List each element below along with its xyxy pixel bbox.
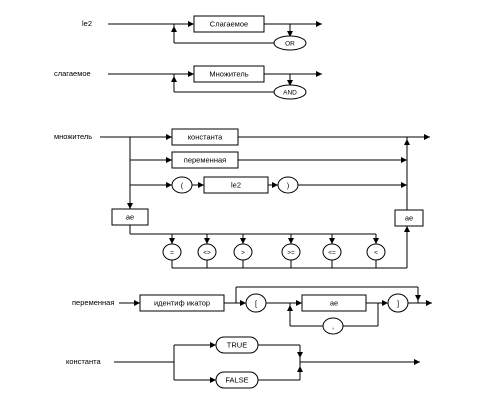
false-oval-label: FALSE xyxy=(225,376,248,385)
identifier-box-label: идентиф икатор xyxy=(154,299,210,308)
comma-label: , xyxy=(332,322,334,331)
rule-le2-name: le2 xyxy=(82,19,92,28)
operator-ge-label: >= xyxy=(287,250,295,257)
operator-ge-oval xyxy=(281,243,301,261)
ae-right-box xyxy=(394,209,424,227)
rule-term: слагаемое Множитель AND xyxy=(54,65,322,100)
rule-factor: множитель константа переменная ( le2 ) xyxy=(54,128,430,269)
factor-box-label: Множитель xyxy=(209,70,248,79)
rule-factor-name: множитель xyxy=(54,132,92,141)
term-box-label: Слагаемое xyxy=(210,20,248,29)
operator-lt-label: < xyxy=(374,250,378,257)
and-oval-label: AND xyxy=(283,90,297,97)
operator-ne-label: <> xyxy=(203,250,211,257)
ae-left-label: ae xyxy=(126,213,134,222)
ae-right-label: ae xyxy=(405,214,413,223)
ae-left-box xyxy=(111,208,149,226)
operator-group: = <> > >= <= < xyxy=(162,234,386,268)
close-bracket-label: ] xyxy=(397,299,399,308)
operator-gt-oval xyxy=(233,243,253,261)
rule-variable: переменная идентиф икатор [ ae ] , xyxy=(72,286,432,335)
or-oval-label: OR xyxy=(285,41,295,48)
operator-lt-oval xyxy=(366,243,386,261)
open-bracket-label: [ xyxy=(255,299,258,308)
constant-box-label: константа xyxy=(188,133,223,142)
close-paren-label: ) xyxy=(287,181,290,190)
rule-constant: константа TRUE FALSE xyxy=(66,336,420,389)
rule-term-name: слагаемое xyxy=(54,69,91,78)
operator-eq-label: = xyxy=(170,250,174,257)
rule-constant-name: константа xyxy=(66,357,101,366)
operator-le-label: <= xyxy=(328,250,336,257)
true-oval-label: TRUE xyxy=(227,341,247,350)
operator-gt-label: > xyxy=(241,250,245,257)
rule-variable-name: переменная xyxy=(72,298,114,307)
variable-box-label: переменная xyxy=(184,156,226,165)
le2-box-label: le2 xyxy=(231,181,241,190)
operator-eq-oval xyxy=(162,243,182,261)
ae-subscript-label: ae xyxy=(330,299,338,308)
operator-le-oval xyxy=(322,243,342,261)
open-paren-label: ( xyxy=(181,181,184,190)
operator-ne-oval xyxy=(197,243,217,261)
rule-le2: le2 Слагаемое OR xyxy=(82,15,322,51)
